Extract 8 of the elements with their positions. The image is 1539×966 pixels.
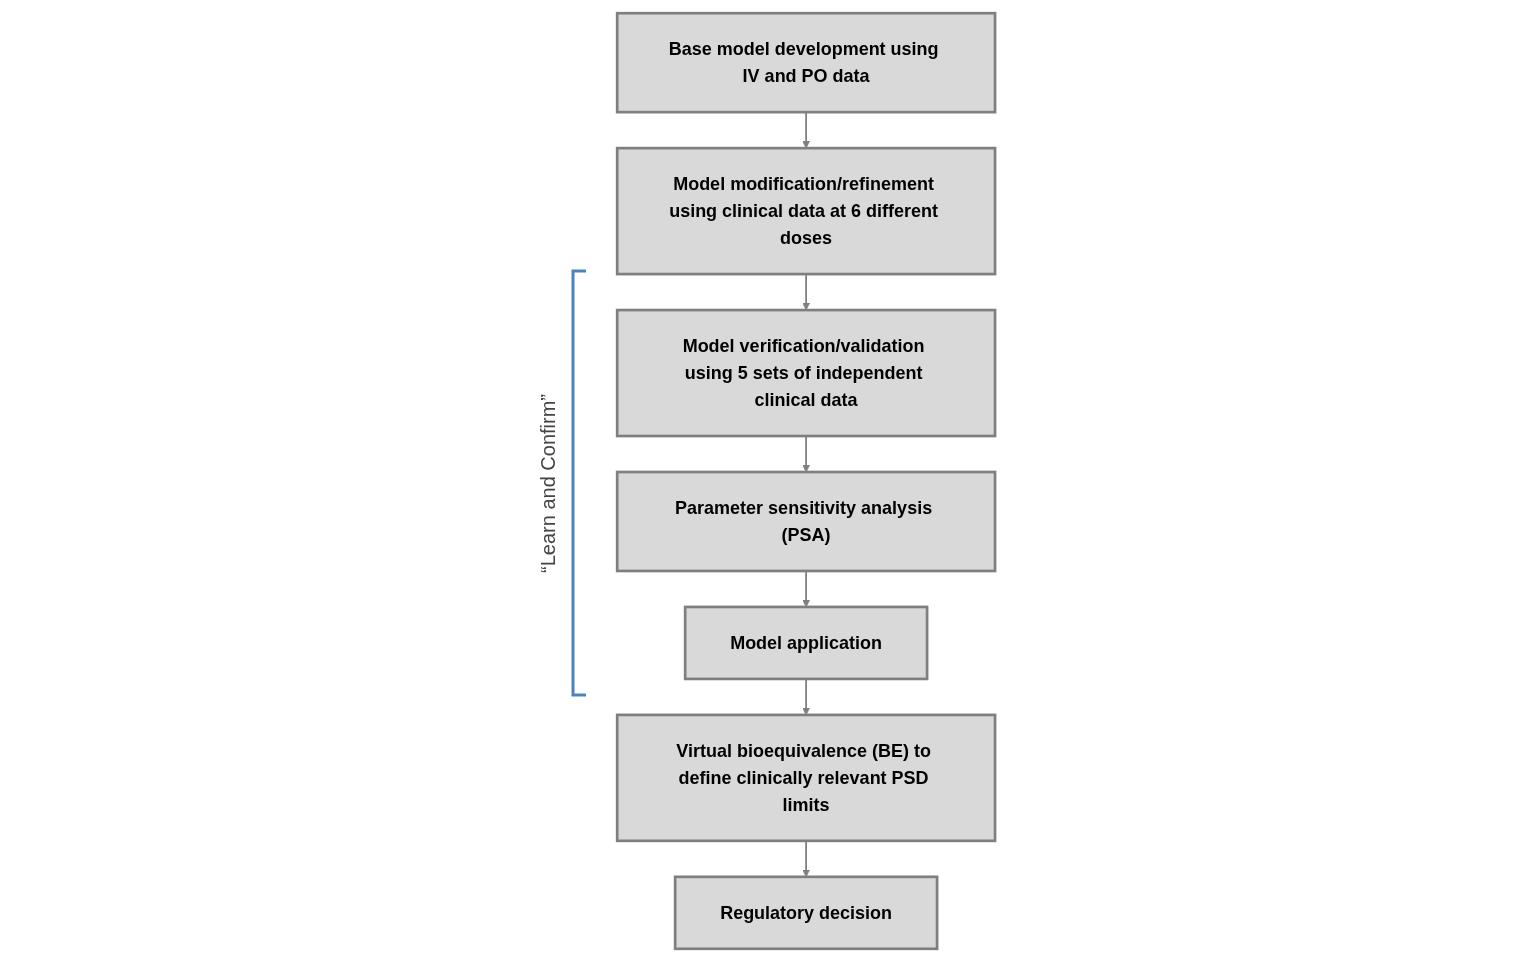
- bracket-label: “Learn and Confirm”: [536, 393, 560, 573]
- node-box: Parameter sensitivity analysis (PSA): [615, 470, 997, 573]
- node-box: Model modification/refinement using clinical data at 6 different doses: [615, 146, 997, 276]
- node-box: Model application: [683, 605, 929, 681]
- node-box: Regulatory decision: [673, 875, 939, 951]
- node-box: Base model development using IV and PO data: [615, 11, 997, 114]
- node-box: Model verification/validation using 5 sets of independent clinical data: [615, 308, 997, 438]
- node-box: Virtual bioequivalence (BE) to define clinically relevant PSD limits: [615, 713, 997, 843]
